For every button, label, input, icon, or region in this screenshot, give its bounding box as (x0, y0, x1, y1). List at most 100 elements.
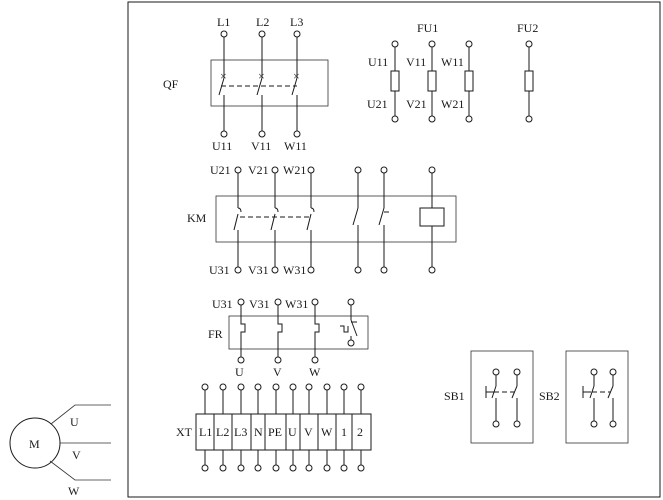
km-contactor: KM U21 V21 W21 (187, 163, 457, 277)
fuse-icon (524, 70, 534, 92)
xt-terminal (272, 383, 280, 391)
xt-cell: L2 (216, 425, 229, 439)
motor-label: M (29, 437, 40, 451)
xt-terminal (357, 383, 365, 391)
fr-enclosure (228, 315, 369, 350)
xt-terminal (219, 383, 227, 391)
push-button-icon (485, 386, 494, 398)
fr-label: FR (208, 327, 223, 341)
qf-mark-2: × (258, 69, 265, 83)
xt-terminal (305, 383, 313, 391)
push-button-icon (582, 386, 591, 398)
sb2-terminal (590, 420, 598, 428)
sb2-terminal (609, 368, 617, 376)
xt-terminal (237, 464, 245, 472)
fr-terminal (347, 298, 355, 306)
xt-terminal (357, 464, 365, 472)
fr-terminal (274, 298, 282, 306)
xt-cell: W (321, 425, 333, 439)
fr-bottom-terminal-3: W (309, 365, 321, 379)
xt-terminal (289, 464, 297, 472)
fu1-top-terminal-2: V11 (406, 55, 426, 69)
km-terminal (354, 166, 362, 174)
qf-terminal (220, 30, 228, 38)
xt-strip (195, 413, 372, 451)
xt-cell: L3 (234, 425, 247, 439)
fr-top-terminal-3: W31 (285, 297, 308, 311)
sb1-terminal (492, 368, 500, 376)
xt-terminal-block: XT L1 L2 L3 N PE U V W 1 2 (176, 383, 372, 472)
xt-terminal (254, 383, 262, 391)
fu1-terminal (428, 115, 436, 123)
fr-thermal-relay: FR U31 V31 W31 U V W (208, 297, 369, 379)
qf-bottom-terminal-2: V11 (251, 139, 271, 153)
km-terminal (234, 166, 242, 174)
xt-terminal (340, 383, 348, 391)
fuse-icon (464, 70, 474, 92)
sb1-push-button: SB1 (444, 350, 534, 444)
km-terminal (354, 266, 362, 274)
qf-label: QF (163, 77, 179, 91)
xt-terminal (219, 464, 227, 472)
sb2-enclosure (565, 350, 629, 444)
motor-phase-v: V (72, 448, 81, 462)
fu1-terminal (391, 115, 399, 123)
fu1-terminal (465, 40, 473, 48)
km-terminal (380, 266, 388, 274)
fu1-terminal (391, 40, 399, 48)
xt-cell: V (304, 425, 313, 439)
qf-breaker: QF L1 L2 L3 × × × U11 V11 W11 (163, 15, 329, 153)
qf-mark-3: × (293, 69, 300, 83)
fu1-bottom-terminal-3: W21 (441, 97, 464, 111)
xt-cell: 1 (341, 425, 347, 439)
fu1-bottom-terminal-2: V21 (406, 97, 427, 111)
qf-enclosure (210, 59, 329, 107)
qf-bottom-terminal-1: U11 (212, 139, 232, 153)
xt-terminal (323, 464, 331, 472)
fr-top-terminal-2: V31 (249, 297, 270, 311)
qf-terminal (293, 30, 301, 38)
xt-cell: PE (268, 425, 282, 439)
km-terminal (428, 266, 436, 274)
fu2-label: FU2 (517, 21, 538, 35)
qf-terminal (293, 130, 301, 138)
xt-terminal (201, 464, 209, 472)
sb1-terminal (513, 420, 521, 428)
heater-icon (314, 305, 320, 358)
km-terminal (234, 266, 242, 274)
fu2-terminal (525, 40, 533, 48)
sb1-terminal (492, 420, 500, 428)
qf-terminal (220, 130, 228, 138)
fuse-icon (427, 70, 437, 92)
sb1-label: SB1 (444, 389, 465, 403)
motor-lead-u (50, 404, 111, 425)
fuse-icon (390, 70, 400, 92)
xt-terminal (201, 383, 209, 391)
xt-cell: L1 (199, 425, 212, 439)
fu1-terminal (428, 40, 436, 48)
panel-border (127, 1, 661, 498)
qf-top-terminal-3: L3 (290, 15, 303, 29)
fr-terminal (347, 339, 355, 347)
coil-icon (419, 207, 445, 227)
km-terminal (307, 166, 315, 174)
xt-cell: N (254, 425, 263, 439)
km-terminal (271, 266, 279, 274)
fr-top-terminal-1: U31 (212, 297, 233, 311)
fr-terminal (237, 298, 245, 306)
sb2-terminal (609, 420, 617, 428)
fu1-label: FU1 (417, 21, 438, 35)
fu1-top-terminal-1: U11 (368, 55, 388, 69)
fr-terminal (274, 356, 282, 364)
fu1-fuses: FU1 U11 V11 W11 U21 V21 W21 (367, 21, 474, 123)
sb1-enclosure (470, 350, 534, 444)
qf-bottom-terminal-3: W11 (284, 139, 307, 153)
xt-terminal (340, 464, 348, 472)
xt-cell: 2 (357, 425, 363, 439)
heater-icon (240, 305, 246, 358)
km-top-terminal-2: V21 (248, 163, 269, 177)
fr-bottom-terminal-1: U (235, 365, 244, 379)
qf-terminal (258, 130, 266, 138)
qf-mark-1: × (220, 69, 227, 83)
